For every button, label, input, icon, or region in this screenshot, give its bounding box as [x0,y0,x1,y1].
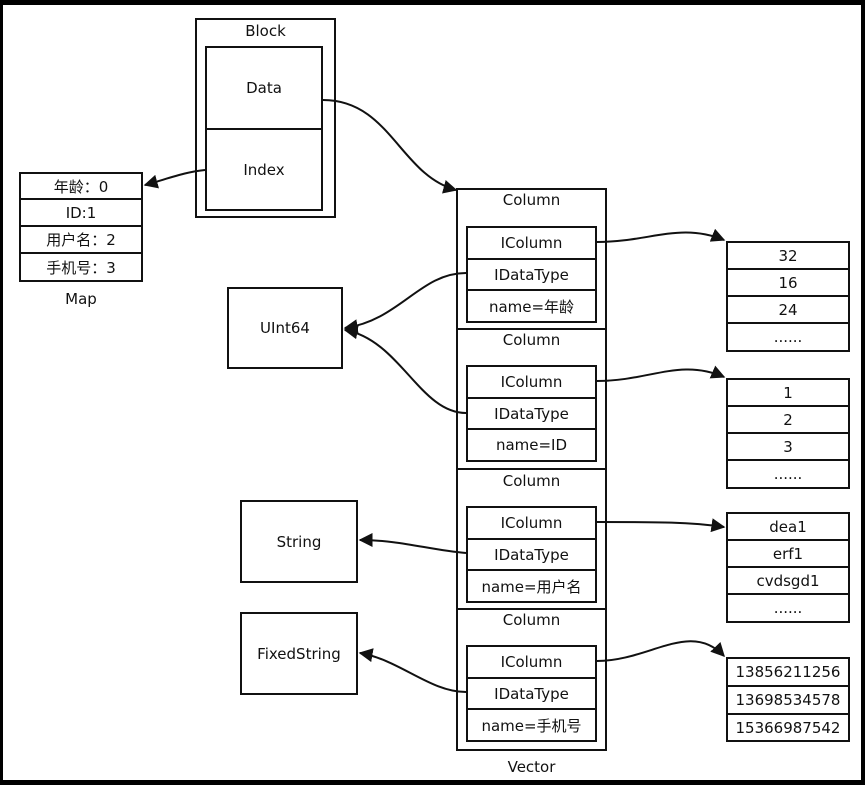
value-cell: 24 [726,295,850,324]
column-name-cell: name=ID [466,428,597,462]
idatatype-cell: IDataType [466,538,597,571]
icolumn-cell: IColumn [466,506,597,540]
value-cell: 15366987542 [726,713,850,742]
map-row: 用户名：2 [19,225,143,254]
column-name-cell: name=手机号 [466,708,597,742]
icolumn-cell: IColumn [466,365,597,399]
column-title: Column [502,191,561,209]
value-cell: ...... [726,593,850,623]
column-name-cell: name=用户名 [466,569,597,603]
column-title: Column [502,331,561,349]
value-cell: 2 [726,405,850,434]
map-row: 手机号：3 [19,252,143,282]
value-cell: 16 [726,268,850,297]
value-cell: 32 [726,241,850,270]
column-title: Column [502,472,561,490]
value-cell: erf1 [726,539,850,568]
map-row: 年龄：0 [19,172,143,200]
value-cell: 3 [726,432,850,461]
value-cell: 13856211256 [726,657,850,687]
value-cell: 13698534578 [726,685,850,715]
value-cell: ...... [726,322,850,352]
column-name-cell: name=年龄 [466,289,597,323]
value-cell: cvdsgd1 [726,566,850,595]
idatatype-cell: IDataType [466,258,597,291]
value-cell: ...... [726,459,850,489]
type-fixedstring-box: FixedString [240,612,358,695]
idatatype-cell: IDataType [466,677,597,710]
value-cell: 1 [726,378,850,407]
block-index-cell: Index [205,128,323,211]
column-title: Column [502,611,561,629]
map-row: ID:1 [19,198,143,227]
block-title: Block [245,22,286,40]
type-uint64-box: UInt64 [227,287,343,369]
block-data-cell: Data [205,46,323,130]
map-caption: Map [65,290,97,308]
idatatype-cell: IDataType [466,397,597,430]
type-string-box: String [240,500,358,583]
vector-caption: Vector [507,758,556,776]
icolumn-cell: IColumn [466,226,597,260]
value-cell: dea1 [726,512,850,541]
icolumn-cell: IColumn [466,645,597,679]
